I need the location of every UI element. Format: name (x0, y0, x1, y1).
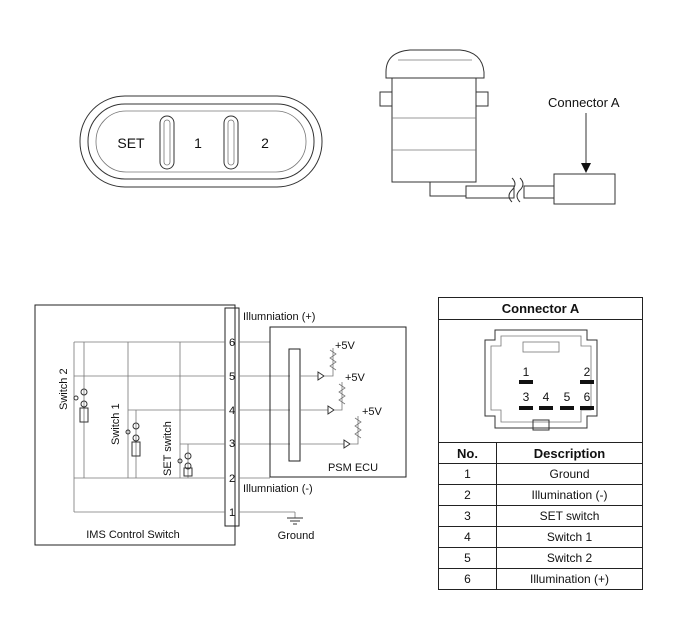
pin-description: SET switch (496, 505, 642, 527)
pin-no: 1 (439, 463, 497, 485)
pin-no: 2 (439, 484, 497, 506)
header-no: No. (439, 443, 497, 464)
supply-5v-label-2: +5V (345, 372, 366, 384)
face-pin-5: 5 (564, 390, 571, 404)
pin-4-label: 4 (229, 405, 235, 417)
face-pin-2: 2 (584, 365, 591, 379)
set-switch-label: SET switch (162, 421, 174, 476)
pin-1-label: 1 (229, 507, 235, 519)
illumination-minus-label: Illumniation (-) (243, 483, 313, 495)
pin-no: 6 (439, 568, 497, 589)
pin-description: Illumination (-) (496, 484, 642, 506)
ground-label: Ground (278, 530, 315, 542)
face-pin-6: 6 (584, 390, 591, 404)
face-pin-4: 4 (543, 390, 550, 404)
supply-5v-label-1: +5V (335, 340, 356, 352)
pin-description: Ground (496, 463, 642, 485)
pin-5-label: 5 (229, 371, 235, 383)
switch-2-label: Switch 2 (58, 368, 70, 410)
pin-3-label: 3 (229, 438, 235, 450)
connector-a-title: Connector A (439, 298, 642, 320)
connector-a-table: Connector A 1 2 3 4 5 6 No. Description … (438, 297, 643, 590)
connector-a-callout: Connector A (548, 95, 620, 173)
ims-control-switch-label: IMS Control Switch (86, 529, 180, 541)
pin-description: Switch 2 (496, 547, 642, 569)
ims-switch-side-view (379, 49, 616, 205)
pin-no: 4 (439, 526, 497, 548)
pin-description: Switch 1 (496, 526, 642, 548)
illumination-plus-label: Illumniation (+) (243, 311, 315, 323)
psm-ecu-label: PSM ECU (328, 462, 378, 474)
memory-2-button-label: 2 (261, 135, 269, 151)
callout-arrow-icon (581, 163, 591, 173)
header-description: Description (496, 443, 642, 464)
pin-description: Illumination (+) (496, 568, 642, 589)
ims-control-switch-box (34, 304, 236, 546)
pin-connector-block (224, 307, 240, 527)
connector-a-callout-label: Connector A (548, 95, 620, 110)
pin-6-label: 6 (229, 337, 235, 349)
psm-ecu-box (269, 326, 407, 478)
supply-5v-label-3: +5V (362, 406, 383, 418)
pin-2-label: 2 (229, 473, 235, 485)
switch-1-label: Switch 1 (110, 403, 122, 445)
connector-a-face: 1 2 3 4 5 6 (439, 320, 642, 443)
pin-no: 5 (439, 547, 497, 569)
ims-wiring-schematic: IMS Control Switch 6 5 4 3 2 1 (34, 304, 407, 546)
memory-1-button-label: 1 (194, 135, 202, 151)
face-pin-3: 3 (523, 390, 530, 404)
face-pin-1: 1 (523, 365, 530, 379)
set-button-label: SET (117, 135, 145, 151)
ims-switch-front-view: SET 1 2 (79, 95, 323, 188)
pin-no: 3 (439, 505, 497, 527)
